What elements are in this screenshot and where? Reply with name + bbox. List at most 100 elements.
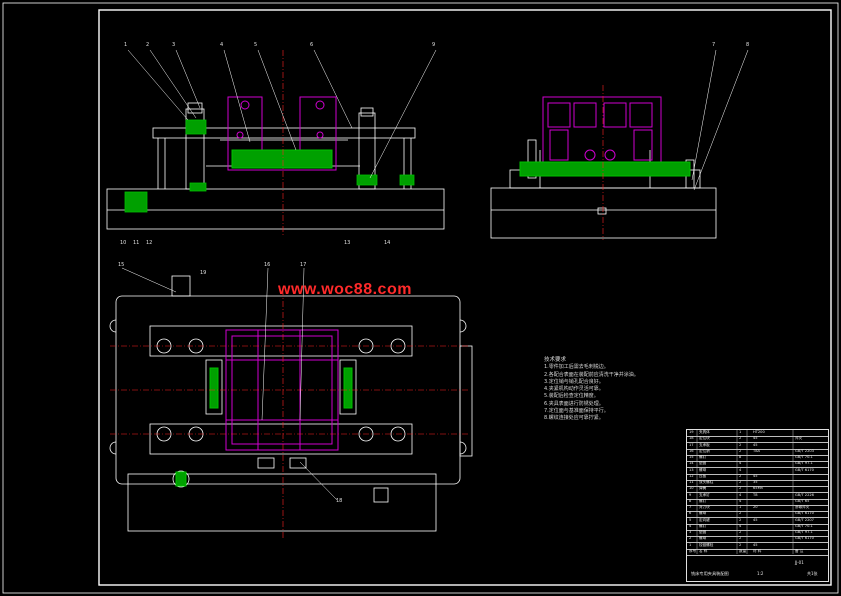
balloon-19: 19 bbox=[200, 270, 207, 276]
parts-cell-name: 螺钉 bbox=[699, 498, 707, 503]
parts-cell-mat: 45 bbox=[753, 517, 758, 522]
parts-cell-mat: T8A bbox=[753, 448, 760, 453]
note-line: 5.装配后检查定位精度。 bbox=[544, 393, 599, 400]
parts-cell-name: 垫圈 bbox=[699, 530, 707, 534]
parts-cell-no: 15 bbox=[689, 455, 694, 459]
parts-cell-qty: 8 bbox=[739, 455, 742, 459]
parts-cell-qty: 4 bbox=[739, 523, 742, 528]
balloon-15: 15 bbox=[118, 262, 125, 268]
parts-cell-qty: 2 bbox=[739, 511, 742, 516]
watermark-text: www.woc88.com bbox=[278, 281, 412, 298]
balloon-18: 18 bbox=[336, 498, 343, 504]
parts-cell-no: 19 bbox=[689, 430, 694, 434]
parts-list-grid bbox=[696, 429, 794, 554]
plan-view bbox=[109, 275, 473, 532]
note-line: 1.零件加工后需去毛刺锐边。 bbox=[544, 364, 609, 371]
parts-cell-no: 2 bbox=[689, 536, 692, 541]
note-line: 8.螺纹连接处应可靠拧紧。 bbox=[544, 415, 604, 422]
balloon-8: 8 bbox=[746, 42, 750, 48]
parts-cell-name: 定向键 bbox=[699, 517, 710, 522]
parts-cell-name: 螺钉 bbox=[699, 455, 707, 459]
parts-cell-mat: 35 bbox=[753, 480, 758, 484]
technical-notes: 技术要求 1.零件加工后需去毛刺锐边。 2.各配合表面在装配前应清洗干净并涂油。… bbox=[544, 357, 639, 423]
parts-cell-rem: 淬火 bbox=[795, 436, 803, 441]
parts-cell-name: 螺母 bbox=[699, 467, 707, 472]
side-view-green-part bbox=[519, 161, 691, 177]
front-view bbox=[106, 102, 445, 230]
parts-cell-rem: GB/T 2207 bbox=[795, 517, 814, 522]
parts-cell-no: 11 bbox=[689, 480, 694, 484]
parts-cell-no: 14 bbox=[689, 461, 694, 466]
drawing-scale: 1:2 bbox=[757, 571, 764, 576]
parts-cell-mat: T8 bbox=[753, 492, 758, 497]
note-line: 4.夹紧机构动作灵活可靠。 bbox=[544, 386, 604, 393]
parts-cell-no: 8 bbox=[689, 498, 692, 503]
parts-cell-mat: 45 bbox=[753, 436, 758, 441]
parts-cell-rem: GB/T 6170 bbox=[795, 536, 814, 541]
plan-view-green-parts bbox=[175, 367, 353, 487]
parts-list-row: 14 垫圈 4 GB/T 97.1 bbox=[687, 461, 828, 469]
parts-cell-rem: 渗碳淬火 bbox=[795, 505, 810, 509]
parts-cell-no: 12 bbox=[689, 473, 694, 478]
balloon-4: 4 bbox=[220, 42, 224, 48]
plan-centerlines bbox=[110, 290, 470, 540]
balloon-9: 9 bbox=[432, 42, 436, 48]
balloon-12: 12 bbox=[146, 240, 153, 246]
parts-cell-name: 定位块 bbox=[699, 436, 710, 441]
parts-list-row: 16 定位销 2 T8A GB/T 2203 bbox=[687, 449, 828, 456]
balloon-16: 16 bbox=[264, 262, 271, 268]
parts-cell-name: 垫圈 bbox=[699, 461, 707, 466]
parts-cell-qty: 2 bbox=[739, 442, 742, 447]
parts-cell-mat: 材 料 bbox=[753, 548, 762, 553]
parts-cell-no: 10 bbox=[689, 486, 694, 491]
parts-cell-no: 18 bbox=[689, 436, 694, 441]
parts-cell-no: 17 bbox=[689, 442, 694, 447]
sheet-count: 共1张 bbox=[807, 571, 818, 576]
parts-cell-name: 定位销 bbox=[699, 448, 710, 453]
side-view-workpiece bbox=[542, 96, 662, 173]
parts-cell-rem: GB/T 97.1 bbox=[795, 530, 813, 534]
parts-cell-no: 9 bbox=[689, 492, 692, 497]
note-line: 2.各配合表面在装配前应清洗干净并涂油。 bbox=[544, 371, 639, 378]
parts-cell-no: 4 bbox=[689, 523, 692, 528]
parts-cell-no: 13 bbox=[689, 467, 694, 472]
parts-cell-rem: GB/T 6170 bbox=[795, 467, 814, 472]
parts-cell-qty: 2 bbox=[739, 436, 742, 441]
parts-cell-rem: GB/T 6170 bbox=[795, 511, 814, 516]
parts-cell-name: 螺钉 bbox=[699, 523, 707, 528]
parts-cell-rem: GB/T 97.1 bbox=[795, 461, 813, 466]
balloon-3: 3 bbox=[172, 42, 176, 48]
parts-cell-mat: 45 bbox=[753, 542, 758, 547]
parts-cell-qty: 数量 bbox=[739, 548, 747, 553]
parts-cell-rem: GB/T 2203 bbox=[795, 448, 814, 453]
parts-cell-qty: 2 bbox=[739, 448, 742, 453]
note-line: 3.定位销与销孔配合良好。 bbox=[544, 378, 604, 385]
parts-cell-name: 双头螺柱 bbox=[699, 480, 714, 484]
parts-list-row: 18 定位块 2 45 淬火 bbox=[687, 436, 828, 444]
front-view-workpiece bbox=[227, 96, 337, 171]
parts-cell-no: 16 bbox=[689, 448, 694, 453]
balloon-17: 17 bbox=[300, 262, 307, 268]
parts-cell-no: 5 bbox=[689, 517, 692, 522]
parts-cell-mat: HT200 bbox=[753, 430, 765, 434]
parts-list-header: 序号名 称数量材 料备 注 bbox=[687, 549, 828, 556]
parts-cell-qty: 4 bbox=[739, 461, 742, 466]
parts-cell-name: 支承钉 bbox=[699, 492, 710, 497]
parts-cell-qty: 1 bbox=[739, 430, 742, 434]
parts-cell-rem: GB/T 2226 bbox=[795, 492, 814, 497]
balloon-14: 14 bbox=[384, 240, 391, 246]
parts-cell-qty: 2 bbox=[739, 530, 742, 534]
parts-cell-name: 压板 bbox=[699, 473, 707, 478]
balloon-1: 1 bbox=[124, 42, 128, 48]
parts-cell-qty: 2 bbox=[739, 517, 742, 522]
parts-cell-qty: 2 bbox=[739, 486, 742, 491]
